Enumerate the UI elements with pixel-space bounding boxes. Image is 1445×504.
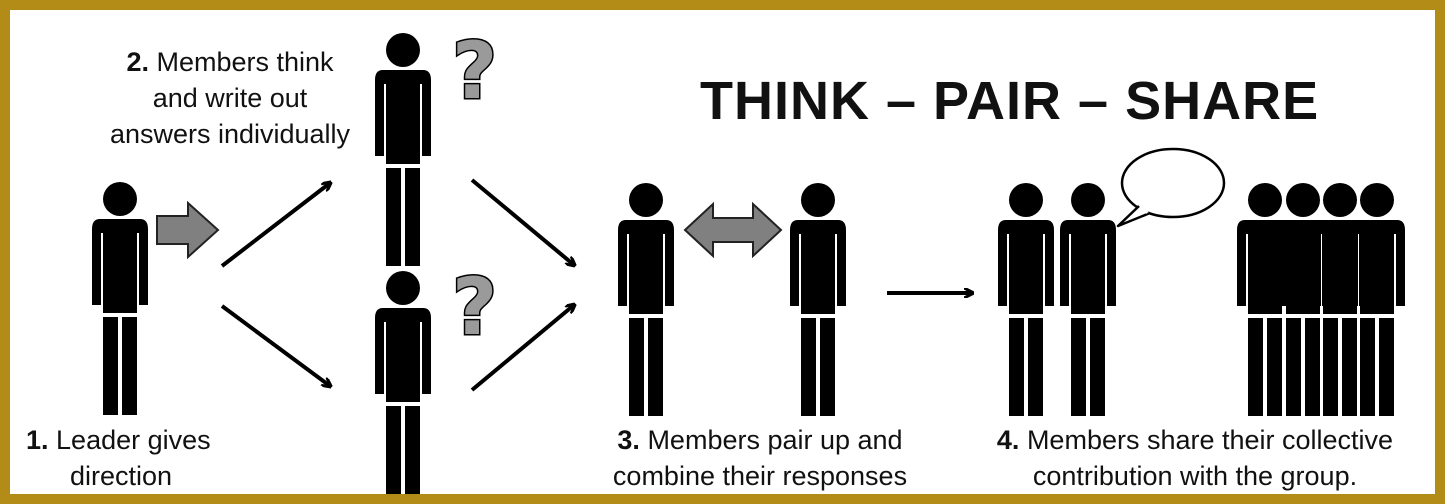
- step-text-line: Members think: [148, 47, 334, 77]
- flow-arrows: [220, 178, 972, 392]
- double-block-arrow-icon: [683, 201, 783, 259]
- step-2-caption: 2. Members think and write out answers i…: [80, 44, 380, 152]
- step-number: 2.: [126, 47, 149, 77]
- pair-member-left-figure: [618, 183, 674, 416]
- diagram-artwork: ? ?: [92, 26, 1405, 494]
- step-text-line: combine their responses: [612, 461, 908, 491]
- member-figure-bottom: [375, 271, 431, 494]
- step-3-caption: 3. Members pair up and combine their res…: [580, 422, 940, 494]
- member-figure-top: [375, 33, 431, 266]
- page-title: THINK – PAIR – SHARE: [700, 71, 1320, 131]
- speech-bubble-icon: [1116, 147, 1226, 228]
- step-text-line: direction: [70, 461, 173, 491]
- pair-member-right-figure: [790, 183, 846, 416]
- step-4-caption: 4. Members share their collective contri…: [958, 422, 1432, 494]
- sharing-member-right-figure: [1060, 183, 1116, 416]
- step-text-line: Members pair up and: [639, 425, 903, 455]
- step-number: 3.: [617, 425, 640, 455]
- step-text-line: and write out: [152, 83, 308, 113]
- arrow-top-to-pair-icon: [470, 178, 574, 265]
- arrow-to-bottom-member-icon: [220, 304, 330, 386]
- step-text-line: Leader gives: [48, 425, 211, 455]
- step-text-line: answers individually: [109, 119, 351, 149]
- block-arrow-right-icon: [156, 200, 220, 260]
- step-1-caption: 1. Leader gives direction: [26, 422, 256, 494]
- arrow-bottom-to-pair-icon: [470, 305, 574, 392]
- arrow-to-top-member-icon: [220, 183, 330, 268]
- sharing-member-left-figure: [998, 183, 1054, 416]
- leader-figure: [92, 182, 148, 415]
- question-mark-icon: ?: [452, 27, 497, 117]
- group-figures: [1237, 183, 1405, 416]
- step-number: 1.: [26, 425, 49, 455]
- step-number: 4.: [996, 425, 1020, 455]
- step-text-line: contribution with the group.: [1032, 461, 1358, 491]
- question-mark-icon: ?: [452, 263, 497, 353]
- step-text-line: Members share their collective: [1019, 425, 1394, 455]
